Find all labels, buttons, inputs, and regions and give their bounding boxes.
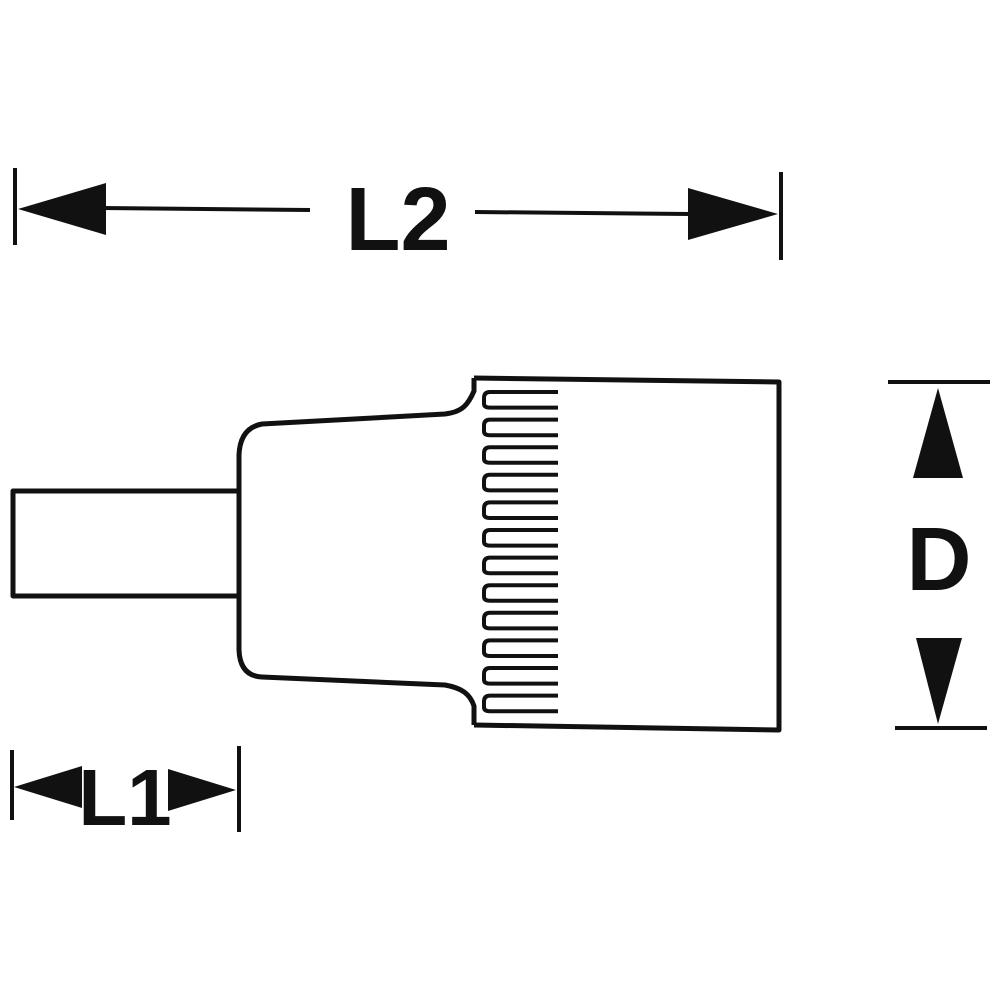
socket-neck: [236, 378, 477, 725]
knurled-grip: [482, 390, 558, 714]
grip-rib: [482, 390, 558, 410]
grip-rib: [482, 638, 558, 658]
l1-dimension: L1: [10, 746, 241, 842]
l2-left-arrowhead: [18, 183, 106, 235]
grip-rib: [482, 583, 558, 603]
d-bottom-arrowhead: [916, 638, 962, 724]
grip-rib: [482, 528, 558, 548]
grip-rib: [482, 472, 558, 493]
grip-rib: [482, 500, 558, 520]
l2-dimension: L2: [13, 168, 783, 270]
grip-rib: [482, 417, 558, 438]
grip-rib: [482, 666, 558, 686]
d-dimension: D: [888, 380, 990, 730]
l2-left-dimension-line: [99, 206, 311, 212]
l2-right-arrowhead: [688, 188, 778, 240]
l1-left-arrowhead: [14, 766, 82, 808]
grip-rib: [482, 693, 558, 714]
l2-label: L2: [345, 170, 450, 270]
grip-rib: [482, 555, 558, 576]
bit-socket-outline: [10, 375, 782, 733]
l2-right-dimension-line: [474, 210, 691, 216]
l1-label: L1: [78, 753, 171, 842]
d-top-arrowhead: [913, 388, 963, 478]
grip-rib: [482, 445, 558, 465]
hex-bit-tip: [10, 488, 238, 599]
d-label: D: [907, 510, 972, 610]
l1-right-arrowhead: [168, 769, 236, 811]
grip-rib: [482, 610, 558, 631]
socket-head: [473, 375, 782, 733]
